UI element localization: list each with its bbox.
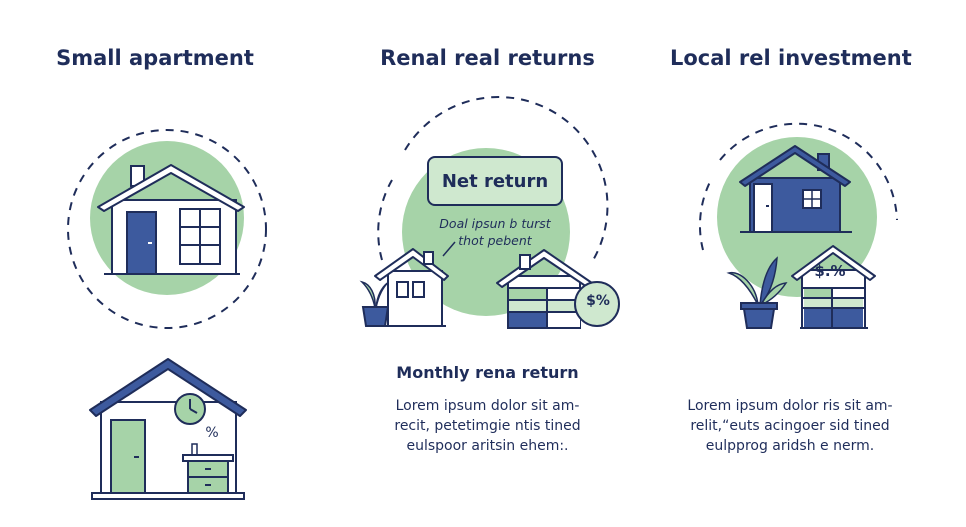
column-title-rental-returns: Renal real returns [380,46,595,70]
right-description-line: relit,“euts acingoer sid tined [690,418,890,434]
right-description: Lorem ipsum dolor ris sit am- relit,“eut… [670,396,910,456]
net-return-caption-line-2: thot pebent [458,233,532,248]
right-description-line: Lorem ipsum dolor ris sit am- [687,398,893,414]
column-title-small-apartment: Small apartment [56,46,254,70]
roof-percent-label: $.% [814,262,846,280]
local-investment-illustration [698,122,898,329]
net-return-label: Net return [441,170,549,192]
middle-description: Lorem ipsum dolor sit am- recit, petetim… [360,396,615,456]
net-return-caption-line-1: Doal ipsun b turst [439,216,551,231]
percent-badge-icon: $% [586,293,610,309]
middle-description-line: Lorem ipsum dolor sit am- [395,398,580,414]
middle-description-line: recit, petetimgie ntis tined [394,418,581,434]
monthly-return-heading: Monthly rena return [396,363,579,382]
right-description-line: eulpprog aridsh e nerm. [705,438,875,454]
column-title-local-investment: Local rel investment [670,46,912,70]
middle-description-line: eulspoor aritsin ehem:. [406,438,569,454]
apartment-house-icon [67,129,267,329]
percent-sign-icon: % [205,425,219,441]
house-clock-icon [89,358,247,500]
rental-returns-illustration [359,96,620,329]
